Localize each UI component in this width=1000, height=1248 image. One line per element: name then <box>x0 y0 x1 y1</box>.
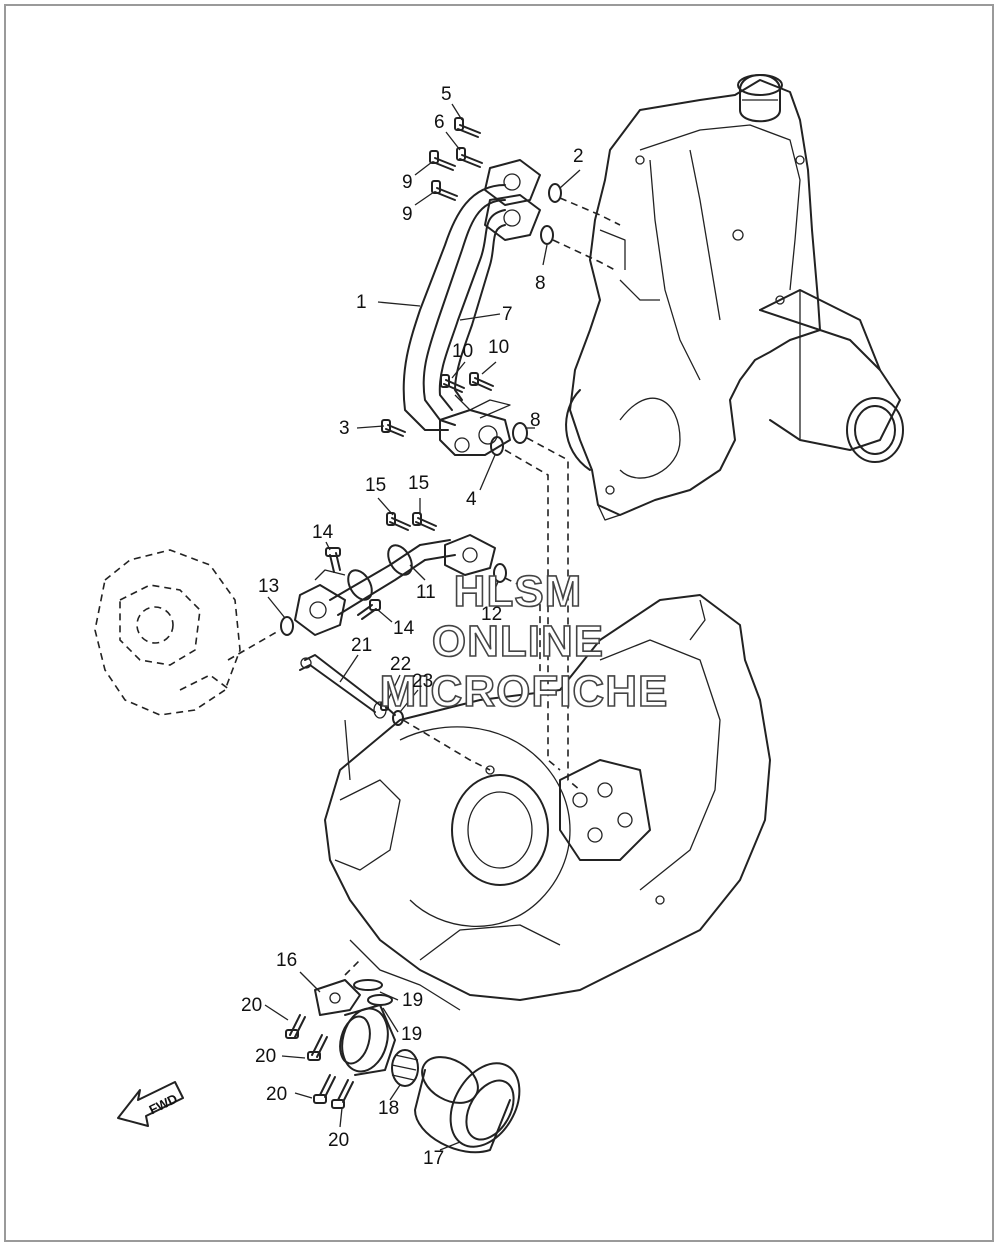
callout-20-b: 20 <box>255 1046 276 1067</box>
callout-23: 23 <box>412 671 433 692</box>
callout-19-lower: 19 <box>401 1024 422 1045</box>
callout-15-right: 15 <box>408 473 429 494</box>
callout-18: 18 <box>378 1098 399 1119</box>
oil-filter-assembly <box>314 979 521 1154</box>
callout-17: 17 <box>423 1148 444 1169</box>
o-rings <box>280 183 562 1006</box>
watermark: HLSM ONLINE MICROFICHE <box>379 566 669 717</box>
callout-20-a: 20 <box>241 995 262 1016</box>
watermark-line-2: ONLINE <box>432 617 604 666</box>
bolts <box>285 117 494 1109</box>
callout-13: 13 <box>258 576 279 597</box>
callout-2: 2 <box>573 146 584 167</box>
fwd-arrow: FWD <box>117 1081 184 1127</box>
alignment-lines <box>227 197 621 976</box>
callout-9-upper: 9 <box>402 172 413 193</box>
callout-6: 6 <box>434 112 445 133</box>
callout-8-upper: 8 <box>535 273 546 294</box>
callout-11: 11 <box>416 582 436 603</box>
side-cover-drawing <box>94 549 241 716</box>
callout-14-lower: 14 <box>393 618 415 639</box>
diagram-frame <box>4 4 994 1242</box>
cylinder-cover-drawing <box>565 74 904 521</box>
oil-pipes-1-7 <box>402 159 541 456</box>
callout-3: 3 <box>339 418 350 439</box>
callout-21: 21 <box>351 635 372 656</box>
callout-9-lower: 9 <box>402 204 413 225</box>
callout-8-lower: 8 <box>530 410 541 431</box>
watermark-line-3: MICROFICHE <box>380 667 669 716</box>
callout-labels: 1 2 3 4 5 6 7 8 8 9 9 10 10 11 12 13 14 … <box>241 84 584 1169</box>
callout-10-left: 10 <box>452 341 473 362</box>
callout-10-right: 10 <box>488 337 509 358</box>
callout-20-c: 20 <box>266 1084 287 1105</box>
watermark-line-1: HLSM <box>454 567 583 616</box>
callout-12: 12 <box>481 604 502 625</box>
leader-lines <box>264 103 581 1151</box>
callout-7: 7 <box>502 304 513 325</box>
fwd-label: FWD <box>147 1091 180 1117</box>
callout-14-upper: 14 <box>312 522 334 543</box>
callout-20-d: 20 <box>328 1130 349 1151</box>
callout-1: 1 <box>356 292 367 313</box>
callout-19-upper: 19 <box>402 990 423 1011</box>
callout-16: 16 <box>276 950 297 971</box>
callout-5: 5 <box>441 84 452 105</box>
oil-pipe-11 <box>294 534 496 636</box>
callout-4: 4 <box>466 489 477 510</box>
oil-pipe-21 <box>299 654 387 719</box>
callout-15-left: 15 <box>365 475 386 496</box>
callout-22: 22 <box>390 654 411 675</box>
crankcase-drawing <box>324 594 771 1011</box>
